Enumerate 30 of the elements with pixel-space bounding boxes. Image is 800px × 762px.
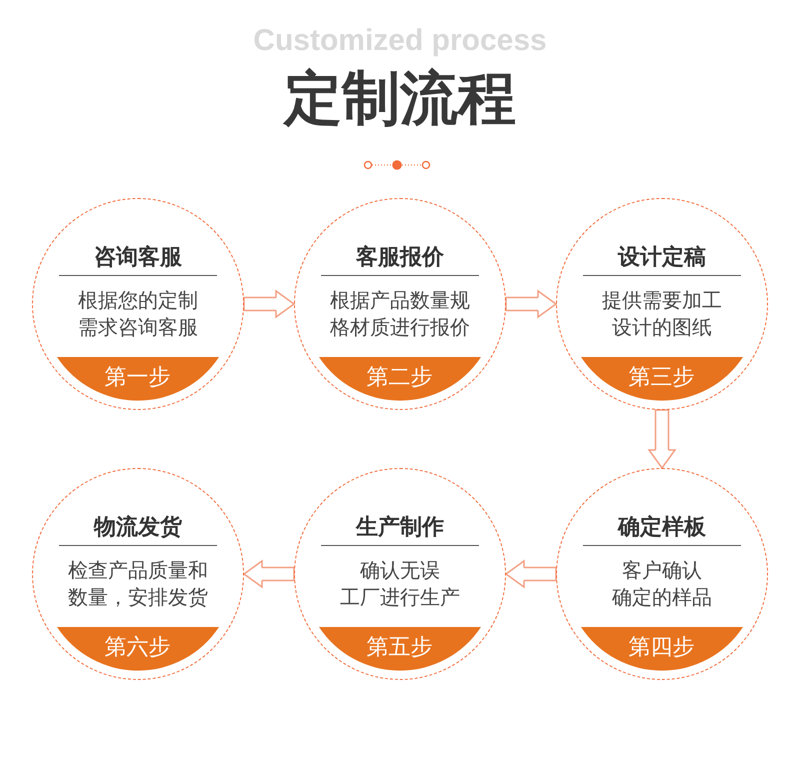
- arrow: [648, 409, 676, 469]
- arrow: [243, 290, 295, 318]
- step-circle: [294, 198, 506, 410]
- step-description: 根据产品数量规格材质进行报价: [330, 288, 470, 340]
- step-banner: 第一步: [56, 356, 218, 400]
- arrow: [505, 560, 557, 588]
- arrow: [505, 290, 557, 318]
- step-title: 客服报价: [356, 242, 444, 270]
- step-description: 检查产品质量和数量，安排发货: [68, 558, 208, 610]
- step-title: 确定样板: [618, 512, 706, 540]
- step-circle: [556, 198, 768, 410]
- step-banner: 第五步: [318, 626, 480, 670]
- step-description: 确认无误工厂进行生产: [340, 558, 460, 610]
- step-circle: [294, 468, 506, 680]
- step-title: 设计定稿: [618, 242, 706, 270]
- step-circle: [32, 468, 244, 680]
- step-circle: [32, 198, 244, 410]
- step-description: 根据您的定制需求咨询客服: [78, 288, 198, 340]
- step-title: 咨询客服: [94, 242, 182, 270]
- step-banner: 第二步: [318, 356, 480, 400]
- arrow: [243, 560, 295, 588]
- step-description: 客户确认确定的样品: [612, 558, 712, 610]
- step-description: 提供需要加工设计的图纸: [602, 288, 722, 340]
- page-title: 定制流程: [284, 65, 516, 133]
- step-circle: [556, 468, 768, 680]
- step-banner: 第六步: [56, 626, 218, 670]
- step-title: 物流发货: [94, 512, 182, 540]
- step-banner: 第四步: [580, 626, 742, 670]
- step-banner: 第三步: [580, 356, 742, 400]
- step-title: 生产制作: [356, 512, 444, 540]
